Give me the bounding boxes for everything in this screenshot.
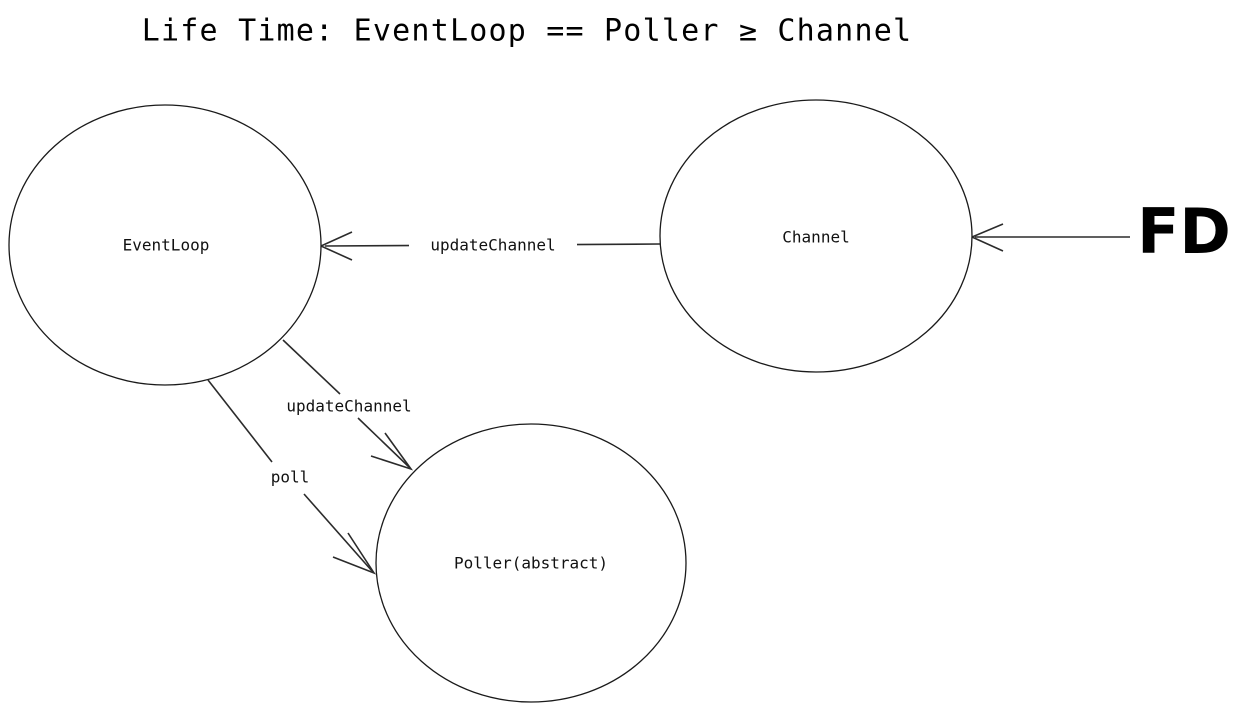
node-channel-shape[interactable]	[659, 99, 973, 373]
edge-eventloop-to-poller-poll-line-b	[303, 493, 373, 572]
edge-channel-to-eventloop: updateChannel	[319, 231, 661, 261]
edge-eventloop-to-poller-updatechannel-arrowhead	[370, 432, 414, 471]
edge-eventloop-to-poller-updatechannel: updateChannel	[282, 339, 414, 471]
edge-eventloop-to-poller-poll-arrowhead	[332, 532, 377, 575]
node-poller-label: Poller(abstract)	[454, 554, 608, 573]
node-channel[interactable]: Channel	[659, 99, 973, 373]
fd-label: FD	[1137, 195, 1231, 268]
node-channel-label: Channel	[782, 228, 849, 247]
edge-channel-to-eventloop-label: updateChannel	[430, 236, 555, 255]
edge-channel-to-eventloop-label-bg	[409, 233, 577, 259]
node-eventloop-shape[interactable]	[8, 104, 322, 386]
node-eventloop[interactable]: EventLoop	[8, 104, 322, 386]
edge-eventloop-to-poller-poll-label: poll	[271, 468, 310, 487]
node-poller-shape[interactable]	[375, 423, 687, 703]
edge-eventloop-to-poller-poll: poll	[207, 379, 377, 575]
edge-eventloop-to-poller-poll-line-a	[207, 379, 273, 463]
edge-eventloop-to-poller-updatechannel-label: updateChannel	[286, 397, 411, 416]
edge-fd-to-channel	[969, 223, 1130, 252]
node-eventloop-label: EventLoop	[123, 236, 210, 255]
diagram-title: Life Time: EventLoop == Poller ≥ Channel	[142, 14, 912, 49]
node-poller[interactable]: Poller(abstract)	[375, 423, 687, 703]
edge-eventloop-to-poller-updatechannel-line-a	[282, 339, 341, 395]
edge-eventloop-to-poller-updatechannel-line-b	[357, 417, 410, 468]
